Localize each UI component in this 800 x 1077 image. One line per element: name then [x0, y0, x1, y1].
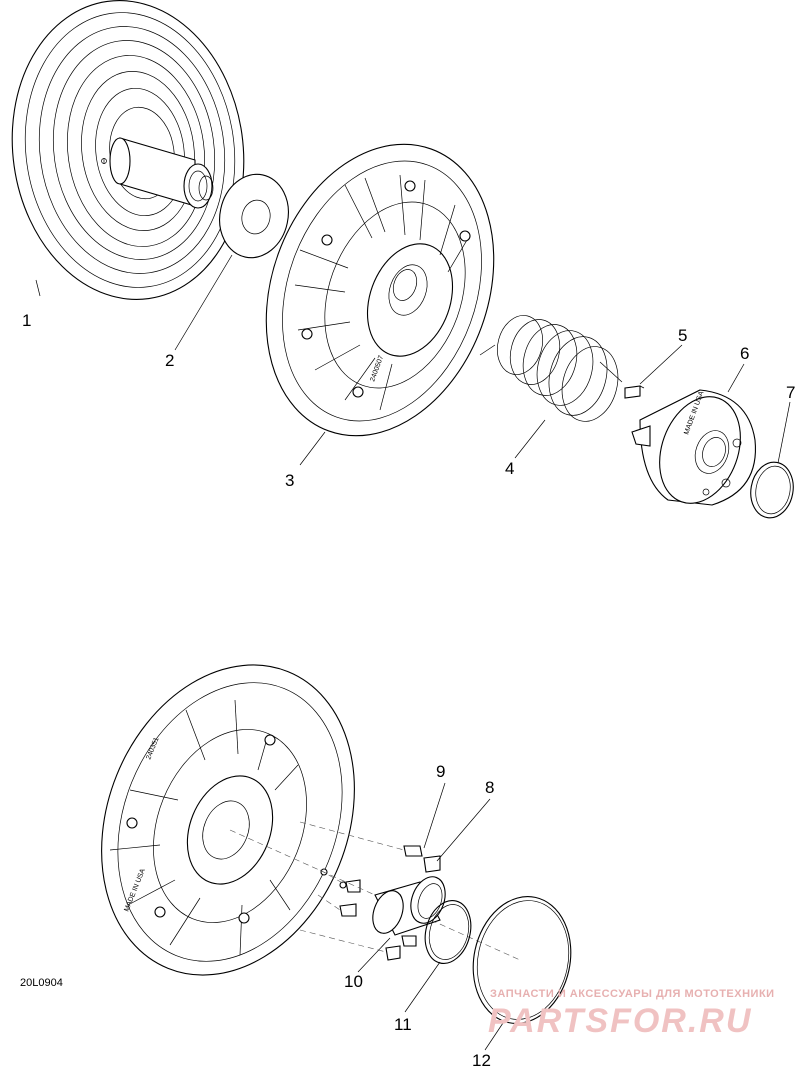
callout-11: 11 [394, 1015, 412, 1034]
watermark-tagline: ЗАПЧАСТИ И АКСЕССУАРЫ ДЛЯ МОТОТЕХНИКИ [490, 988, 775, 1000]
assembly-center-lines [229, 821, 521, 961]
part-7-retaining-ring [750, 461, 794, 519]
part-4-spring [479, 315, 623, 422]
part-6-cam: MADE IN USA [631, 389, 757, 506]
callout-4: 4 [505, 459, 514, 478]
callout-1: 1 [22, 311, 31, 330]
watermark-brand: PARTSFOR.RU [488, 1002, 752, 1040]
callout-12: 12 [472, 1051, 491, 1070]
leader-lines [35, 254, 791, 1051]
part-8-slider-button [385, 855, 441, 961]
callout-6: 6 [740, 344, 749, 363]
callout-9: 9 [436, 762, 445, 781]
callout-2: 2 [165, 351, 174, 370]
part-10-bushing [372, 876, 446, 936]
part-3-movable-sheave: 2400507 [265, 143, 495, 437]
part-12-ring [472, 896, 572, 1024]
part-2-washer [219, 173, 289, 259]
part-5-slider-button [624, 385, 645, 399]
callout-8: 8 [485, 778, 494, 797]
part-3-sheave-inner-view: 240351 MADE IN USA [101, 664, 355, 976]
part-9-slider-shoe [339, 845, 423, 917]
callout-3: 3 [285, 471, 294, 490]
callout-labels: 1 2 3 4 5 6 7 8 9 10 11 12 [22, 311, 795, 1070]
callout-10: 10 [344, 972, 363, 991]
drawing-id: 20L0904 [20, 977, 63, 989]
callout-7: 7 [786, 383, 795, 402]
watermark: ЗАПЧАСТИ И АКСЕССУАРЫ ДЛЯ МОТОТЕХНИКИ PA… [488, 988, 775, 1040]
part-1-fixed-sheave [11, 0, 245, 300]
callout-5: 5 [678, 326, 687, 345]
